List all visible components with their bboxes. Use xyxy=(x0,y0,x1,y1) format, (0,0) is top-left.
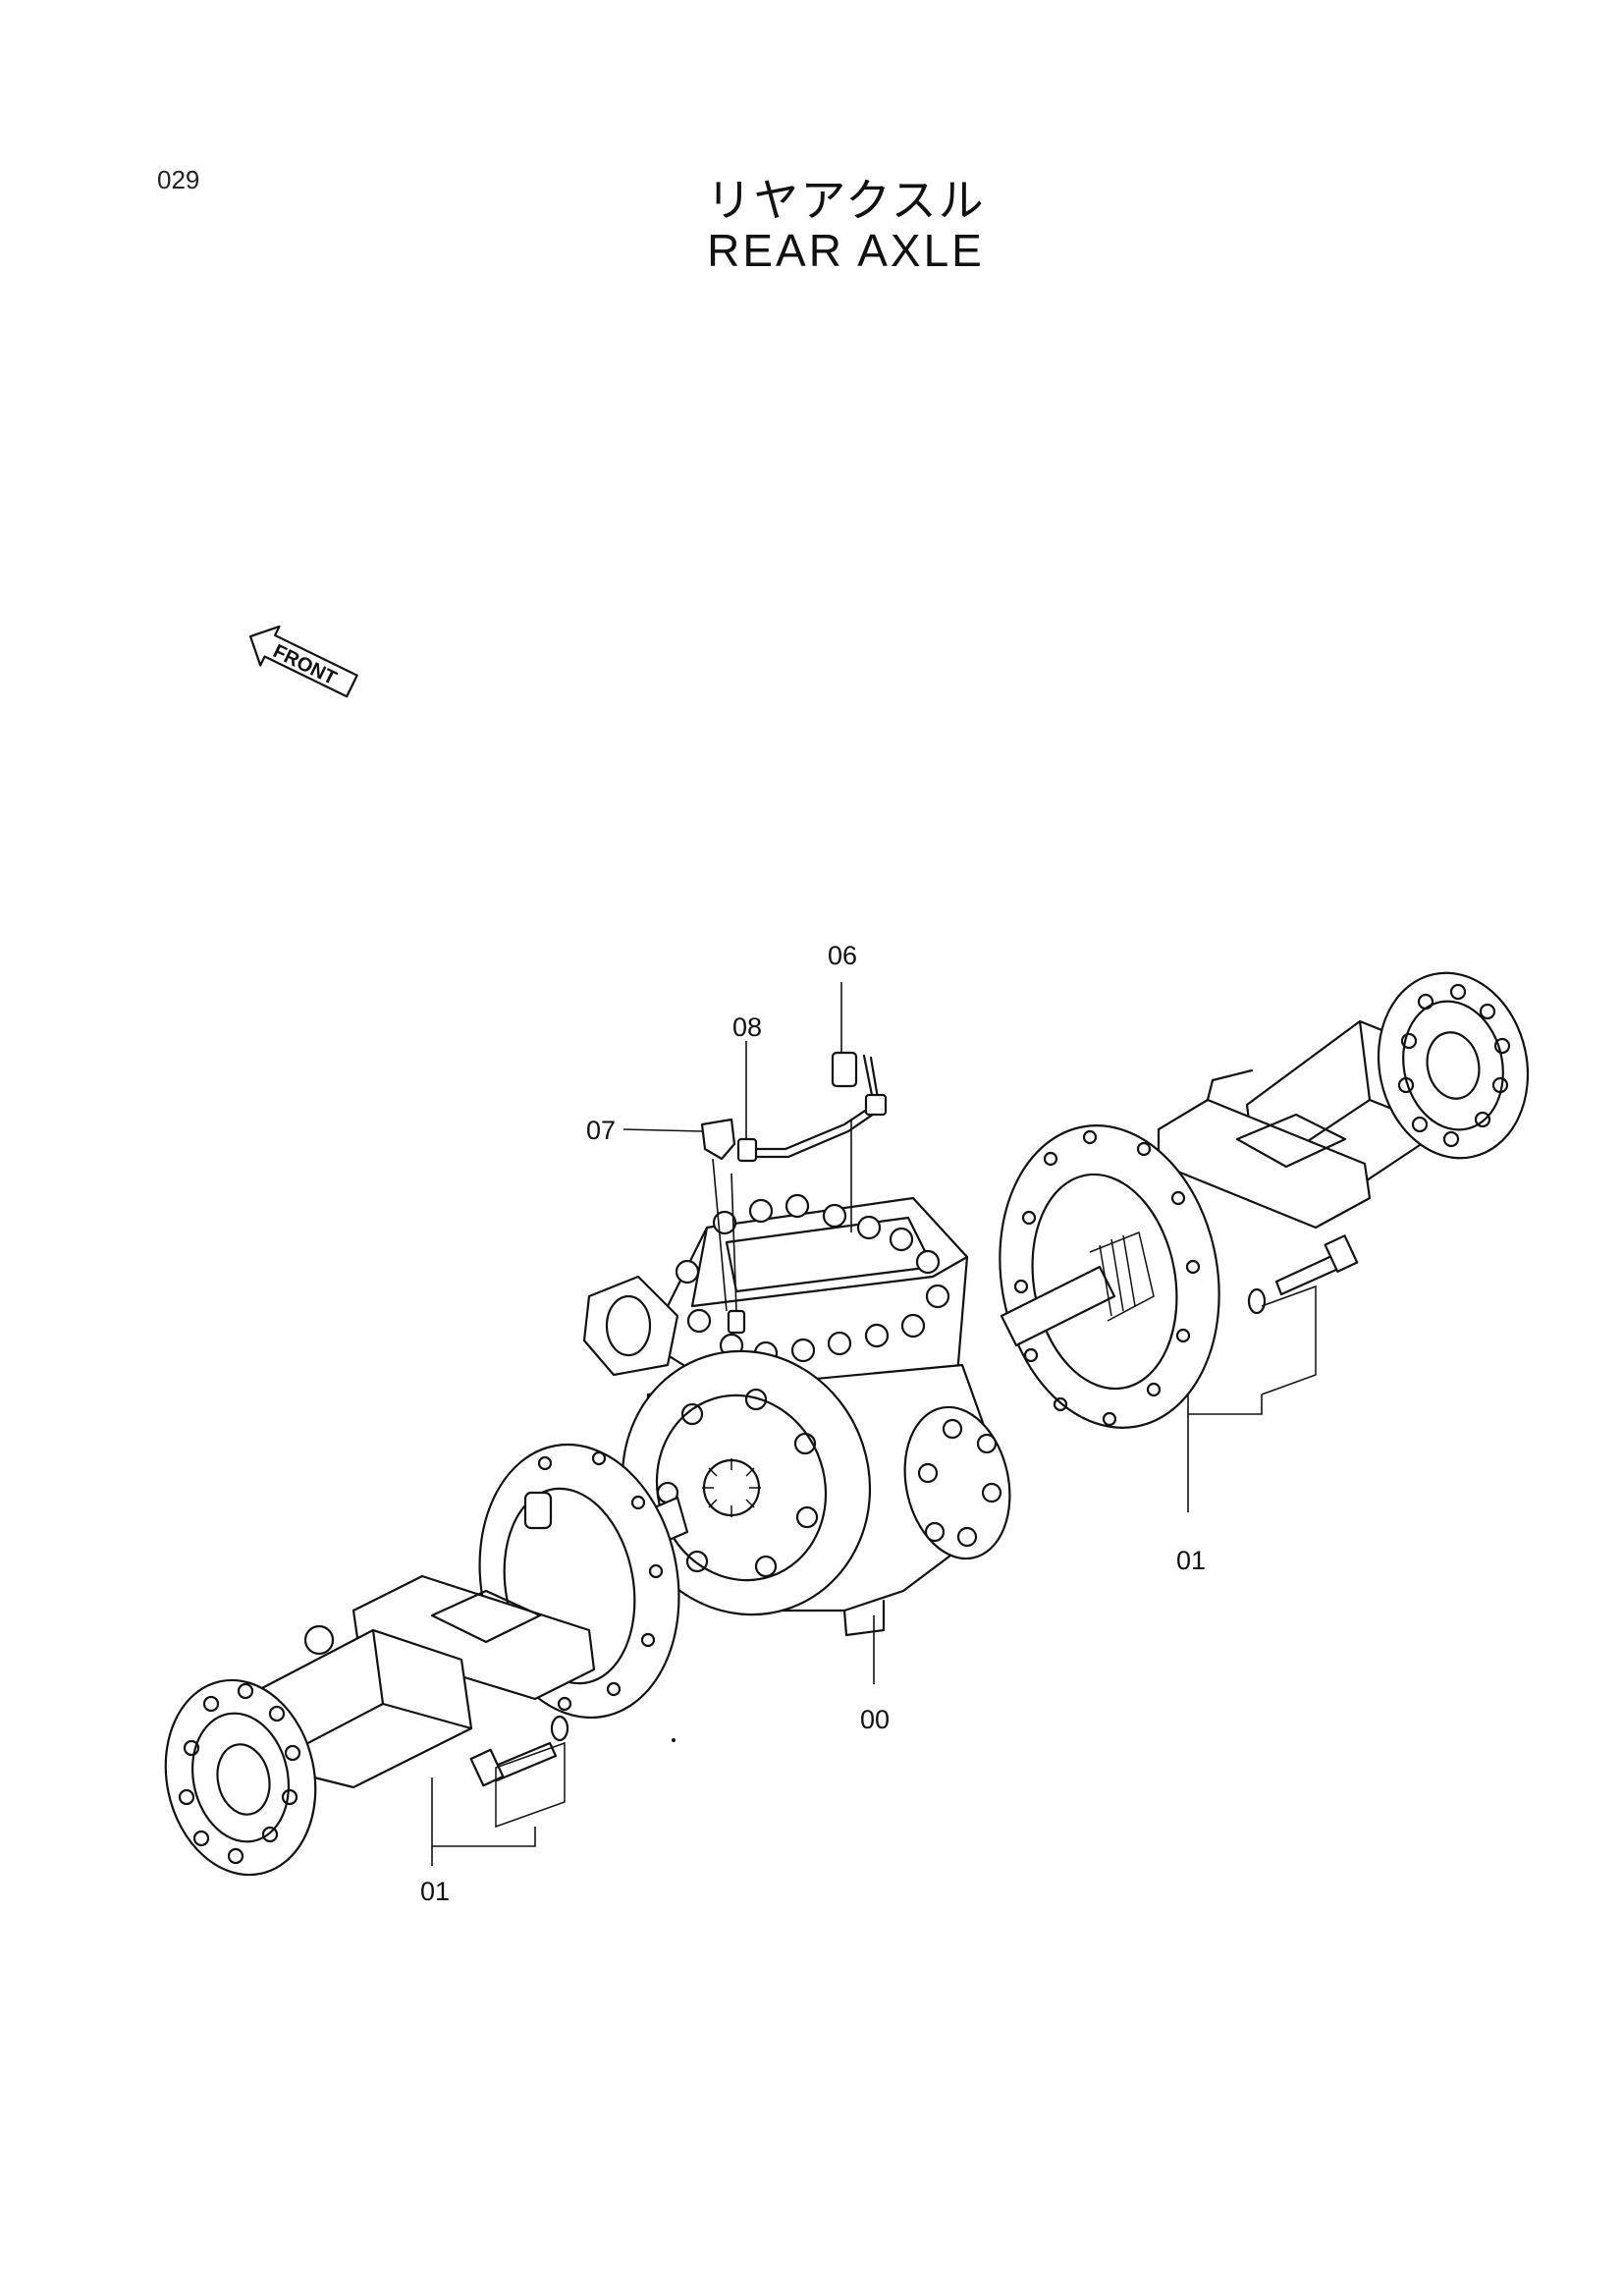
callout-06: 06 xyxy=(828,941,857,970)
scan-speck xyxy=(672,1738,676,1742)
page-title-japanese: リヤアクスル xyxy=(706,174,986,227)
callout-07: 07 xyxy=(586,1116,616,1145)
differential-carrier xyxy=(582,1193,1011,1637)
callout-08: 08 xyxy=(732,1012,762,1042)
page-title: REAR AXLE xyxy=(707,225,985,276)
callout-leaders xyxy=(431,982,1263,1866)
brake-pipe-assembly xyxy=(700,1051,888,1335)
front-arrow-label: FRONT xyxy=(270,640,341,689)
left-axle-housing xyxy=(164,1443,680,1877)
right-axle-housing xyxy=(999,971,1530,1429)
page-number: 029 xyxy=(157,165,200,194)
callout-01-right: 01 xyxy=(1176,1546,1206,1575)
callout-01-left: 01 xyxy=(420,1877,450,1906)
front-arrow-icon: FRONT xyxy=(248,625,358,698)
callout-00: 00 xyxy=(860,1705,890,1734)
